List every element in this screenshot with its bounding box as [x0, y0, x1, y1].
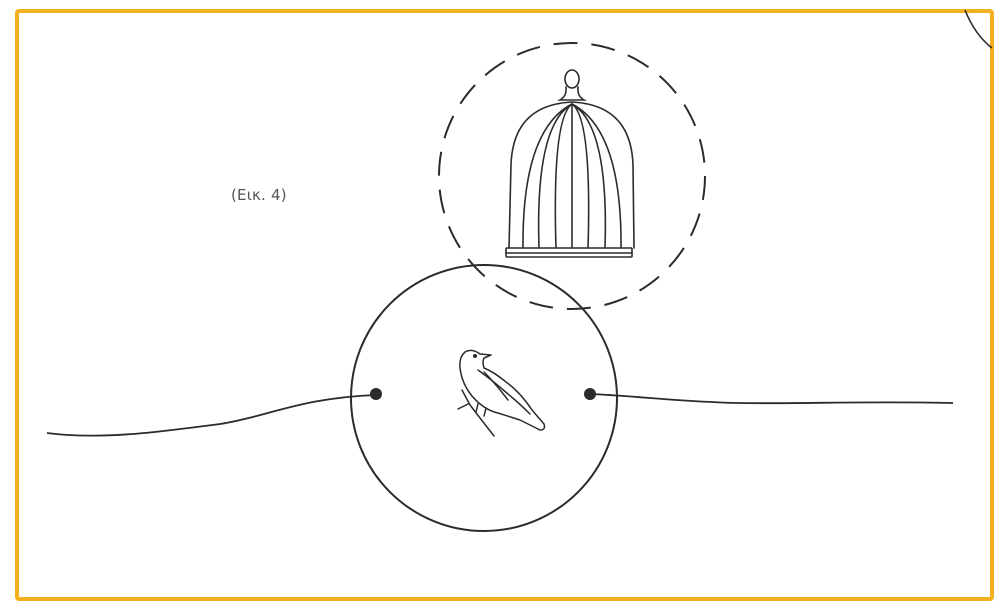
- right-line: [589, 393, 954, 405]
- left-node: [370, 388, 382, 400]
- right-node: [584, 388, 596, 400]
- outer-circle: [350, 264, 618, 532]
- left-line: [46, 394, 377, 437]
- figure-border: [15, 9, 994, 601]
- birdcage-icon: [505, 69, 635, 258]
- figure-caption: (Εικ. 4): [231, 186, 287, 204]
- corner-arc: [964, 9, 993, 49]
- dashed-circle: [438, 42, 706, 310]
- bird-icon: [457, 349, 546, 437]
